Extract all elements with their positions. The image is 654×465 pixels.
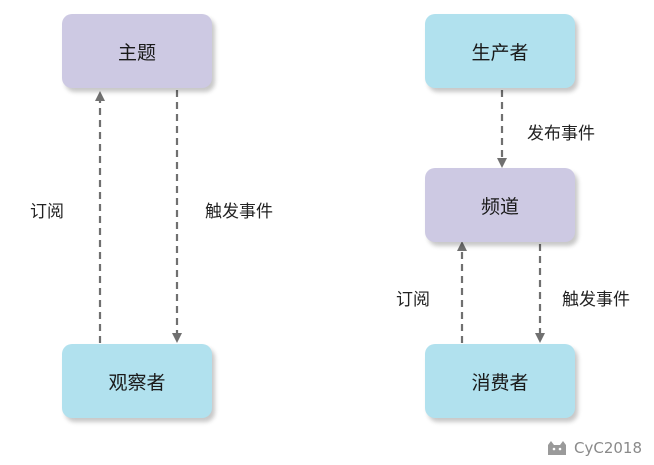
consumer-node: 消费者 xyxy=(425,344,575,418)
observer-node-label: 观察者 xyxy=(108,371,166,394)
right-subscribe-label: 订阅 xyxy=(396,290,430,310)
right-publish-label: 发布事件 xyxy=(527,124,595,144)
cat-icon xyxy=(548,441,566,455)
channel-node-label: 频道 xyxy=(480,195,519,218)
observer-node: 观察者 xyxy=(62,344,212,418)
producer-node-label: 生产者 xyxy=(471,41,529,64)
watermark-text: CyC2018 xyxy=(574,439,642,457)
consumer-node-label: 消费者 xyxy=(471,371,529,394)
watermark: CyC2018 xyxy=(546,439,642,457)
producer-node: 生产者 xyxy=(425,14,575,88)
channel-node: 频道 xyxy=(425,168,575,242)
right-trigger-label: 触发事件 xyxy=(562,290,630,310)
left-trigger-label: 触发事件 xyxy=(205,202,273,222)
left-subscribe-label: 订阅 xyxy=(30,202,64,222)
subject-node: 主题 xyxy=(62,14,212,88)
subject-node-label: 主题 xyxy=(117,41,156,64)
